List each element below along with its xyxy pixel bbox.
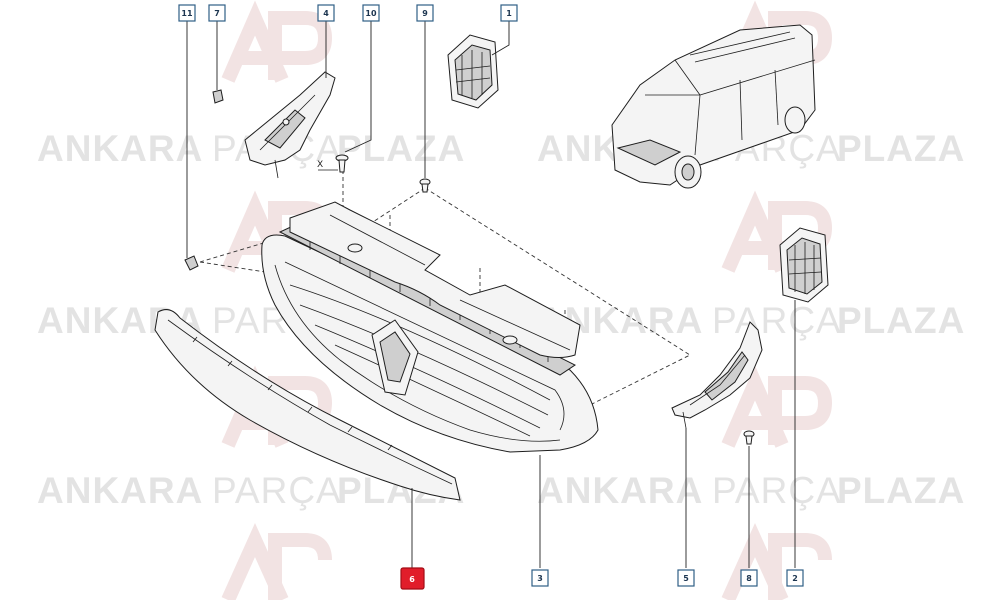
watermark-brand-2: PARÇA bbox=[212, 470, 342, 511]
part-5-bracket[interactable] bbox=[671, 321, 763, 429]
clip-8 bbox=[743, 430, 755, 445]
callout-11[interactable]: 11 bbox=[178, 4, 196, 22]
callout-2[interactable]: 2 bbox=[786, 569, 804, 587]
callout-5-label: 5 bbox=[683, 574, 689, 583]
watermark-brand-3: PLAZA bbox=[837, 300, 965, 341]
screw-10 bbox=[335, 154, 349, 173]
part-2-side-vent[interactable] bbox=[779, 227, 829, 303]
callout-7[interactable]: 7 bbox=[208, 4, 226, 22]
callout-8[interactable]: 8 bbox=[740, 569, 758, 587]
dimension-x: X bbox=[317, 160, 338, 171]
callout-10-label: 10 bbox=[365, 9, 377, 18]
callout-10[interactable]: 10 bbox=[362, 4, 380, 22]
watermark-brand-1: ANKARA bbox=[37, 470, 203, 511]
callout-3-label: 3 bbox=[537, 574, 543, 583]
clip-7 bbox=[212, 89, 224, 104]
callout-3[interactable]: 3 bbox=[531, 569, 549, 587]
watermark-brand-1: ANKARA bbox=[37, 128, 203, 169]
fasteners bbox=[184, 89, 755, 445]
callout-6-label: 6 bbox=[409, 575, 415, 584]
vehicle-sketch bbox=[611, 24, 816, 189]
callout-9[interactable]: 9 bbox=[416, 4, 434, 22]
callout-6[interactable]: 6 bbox=[400, 567, 425, 590]
grille-emblem bbox=[371, 319, 419, 396]
callout-8-label: 8 bbox=[746, 574, 752, 583]
watermark-row-3: ANKARA PARÇA PLAZA ANKARA PARÇA PLAZA bbox=[37, 470, 965, 511]
watermark-brand-1: ANKARA bbox=[537, 470, 703, 511]
watermark-brand-3: PLAZA bbox=[837, 128, 965, 169]
watermark-brand-2: PARÇA bbox=[712, 470, 842, 511]
leader-lines bbox=[186, 21, 796, 568]
part-1-vent[interactable] bbox=[447, 34, 499, 109]
part-6-trim-strip[interactable] bbox=[154, 309, 461, 501]
callout-5[interactable]: 5 bbox=[677, 569, 695, 587]
upper-cover-panel bbox=[289, 201, 581, 358]
watermark-brand-3: PLAZA bbox=[337, 128, 465, 169]
callout-1[interactable]: 1 bbox=[500, 4, 518, 22]
screw-9 bbox=[419, 178, 431, 193]
callout-4[interactable]: 4 bbox=[317, 4, 335, 22]
callouts: 11 7 4 10 9 1 6 3 bbox=[178, 4, 804, 590]
callout-11-label: 11 bbox=[181, 9, 193, 18]
callout-7-label: 7 bbox=[214, 9, 220, 18]
clip-11 bbox=[184, 255, 199, 271]
callout-1-label: 1 bbox=[506, 9, 512, 18]
part-4-bracket[interactable] bbox=[244, 71, 336, 179]
dimension-x-label: X bbox=[317, 160, 323, 170]
watermark-row-1: ANKARA PARÇA PLAZA ANKARA PARÇA PLAZA bbox=[37, 128, 965, 169]
watermark-brand-3: PLAZA bbox=[837, 470, 965, 511]
callout-4-label: 4 bbox=[323, 9, 329, 18]
watermark-brand-2: PARÇA bbox=[712, 300, 842, 341]
callout-9-label: 9 bbox=[422, 9, 428, 18]
callout-2-label: 2 bbox=[792, 574, 798, 583]
